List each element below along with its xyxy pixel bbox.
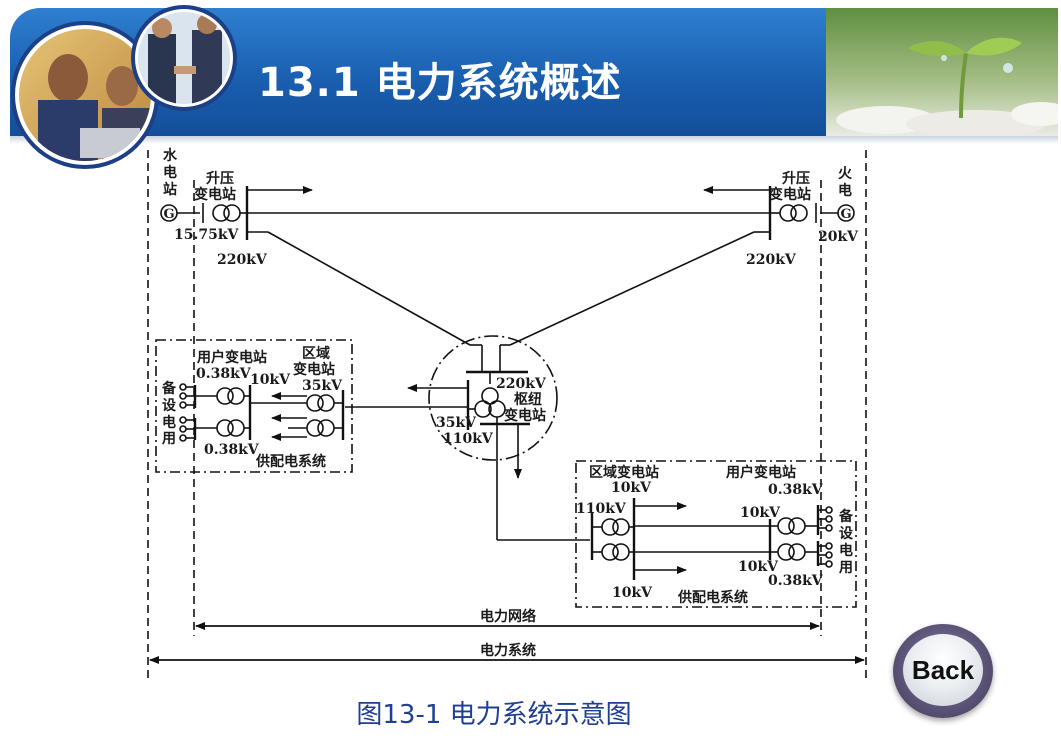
right-10kv-bottom: 10kV <box>612 585 653 601</box>
left-038kv-bottom: 0.38kV <box>204 442 260 458</box>
right-10kv-top: 10kV <box>611 480 652 496</box>
right-equipment-3: 设 <box>839 526 854 542</box>
left-distribution-system: 供配电系统 <box>255 453 326 470</box>
left-equipment-1: 用 <box>162 431 176 447</box>
back-button-face[interactable]: Back <box>903 634 983 706</box>
right-distribution-system: 供配电系统 <box>677 589 748 606</box>
back-button[interactable]: Back <box>893 624 993 718</box>
voltage-220kv-right: 220kV <box>746 252 797 268</box>
step-up-left-line1: 升压 <box>206 170 234 187</box>
right-user-substation: 用户变电站 <box>726 464 796 481</box>
left-35kv: 35kV <box>302 378 343 394</box>
right-equipment-4: 备 <box>838 508 854 525</box>
hub-220kv: 220kV <box>496 376 547 392</box>
step-up-left-line2: 变电站 <box>194 186 236 203</box>
power-system-label: 电力系统 <box>480 642 536 659</box>
left-regional-line2: 变电站 <box>293 361 335 378</box>
hydro-plant-label-1: 水 <box>163 147 178 164</box>
power-network-label: 电力网络 <box>480 608 536 625</box>
voltage-220kv-left: 220kV <box>217 252 268 268</box>
left-equipment-3: 设 <box>162 398 177 414</box>
right-10kv-mid: 10kV <box>740 505 781 521</box>
right-regional-substation: 区域变电站 <box>589 464 659 481</box>
thermal-plant-label-2: 电 <box>838 182 852 199</box>
hydro-plant-label-2: 电 <box>163 164 177 181</box>
hub-name-line1: 枢纽 <box>514 391 542 408</box>
right-equipment-2: 电 <box>839 542 853 559</box>
seedling-photo <box>826 8 1058 136</box>
right-038kv-top: 0.38kV <box>768 482 824 498</box>
right-038kv-bottom: 0.38kV <box>768 573 824 589</box>
right-equipment-1: 用 <box>839 560 853 576</box>
figure-caption: 图13-1 电力系统示意图 <box>356 700 632 730</box>
handshake-photo <box>131 5 237 111</box>
hydro-generator-symbol: G <box>163 207 174 222</box>
thermal-plant-label-1: 火 <box>838 166 853 182</box>
right-110kv: 110kV <box>576 501 627 517</box>
header-shadow <box>10 136 1058 144</box>
back-button-label: Back <box>911 654 975 685</box>
hub-35kv: 35kV <box>436 415 477 431</box>
hub-name-line2: 变电站 <box>504 407 546 424</box>
hydro-plant-label-3: 站 <box>163 181 177 198</box>
left-10kv: 10kV <box>250 372 291 388</box>
right-10kv-lower: 10kV <box>738 559 779 575</box>
left-user-substation: 用户变电站 <box>197 349 267 366</box>
step-up-right-line1: 升压 <box>782 170 810 187</box>
left-equipment-2: 电 <box>162 414 176 431</box>
left-038kv-top: 0.38kV <box>196 366 252 382</box>
slide-title: 13.1 电力系统概述 <box>258 60 622 106</box>
hub-110kv: 110kV <box>443 431 494 447</box>
voltage-20kv: 20kV <box>818 229 859 245</box>
voltage-15-75kv: 15.75kV <box>174 227 240 243</box>
thermal-generator-symbol: G <box>840 207 851 222</box>
left-regional-line1: 区域 <box>302 345 330 362</box>
left-equipment-4: 备 <box>161 380 177 397</box>
step-up-right-line2: 变电站 <box>769 186 811 203</box>
business-people-photo <box>11 21 159 169</box>
